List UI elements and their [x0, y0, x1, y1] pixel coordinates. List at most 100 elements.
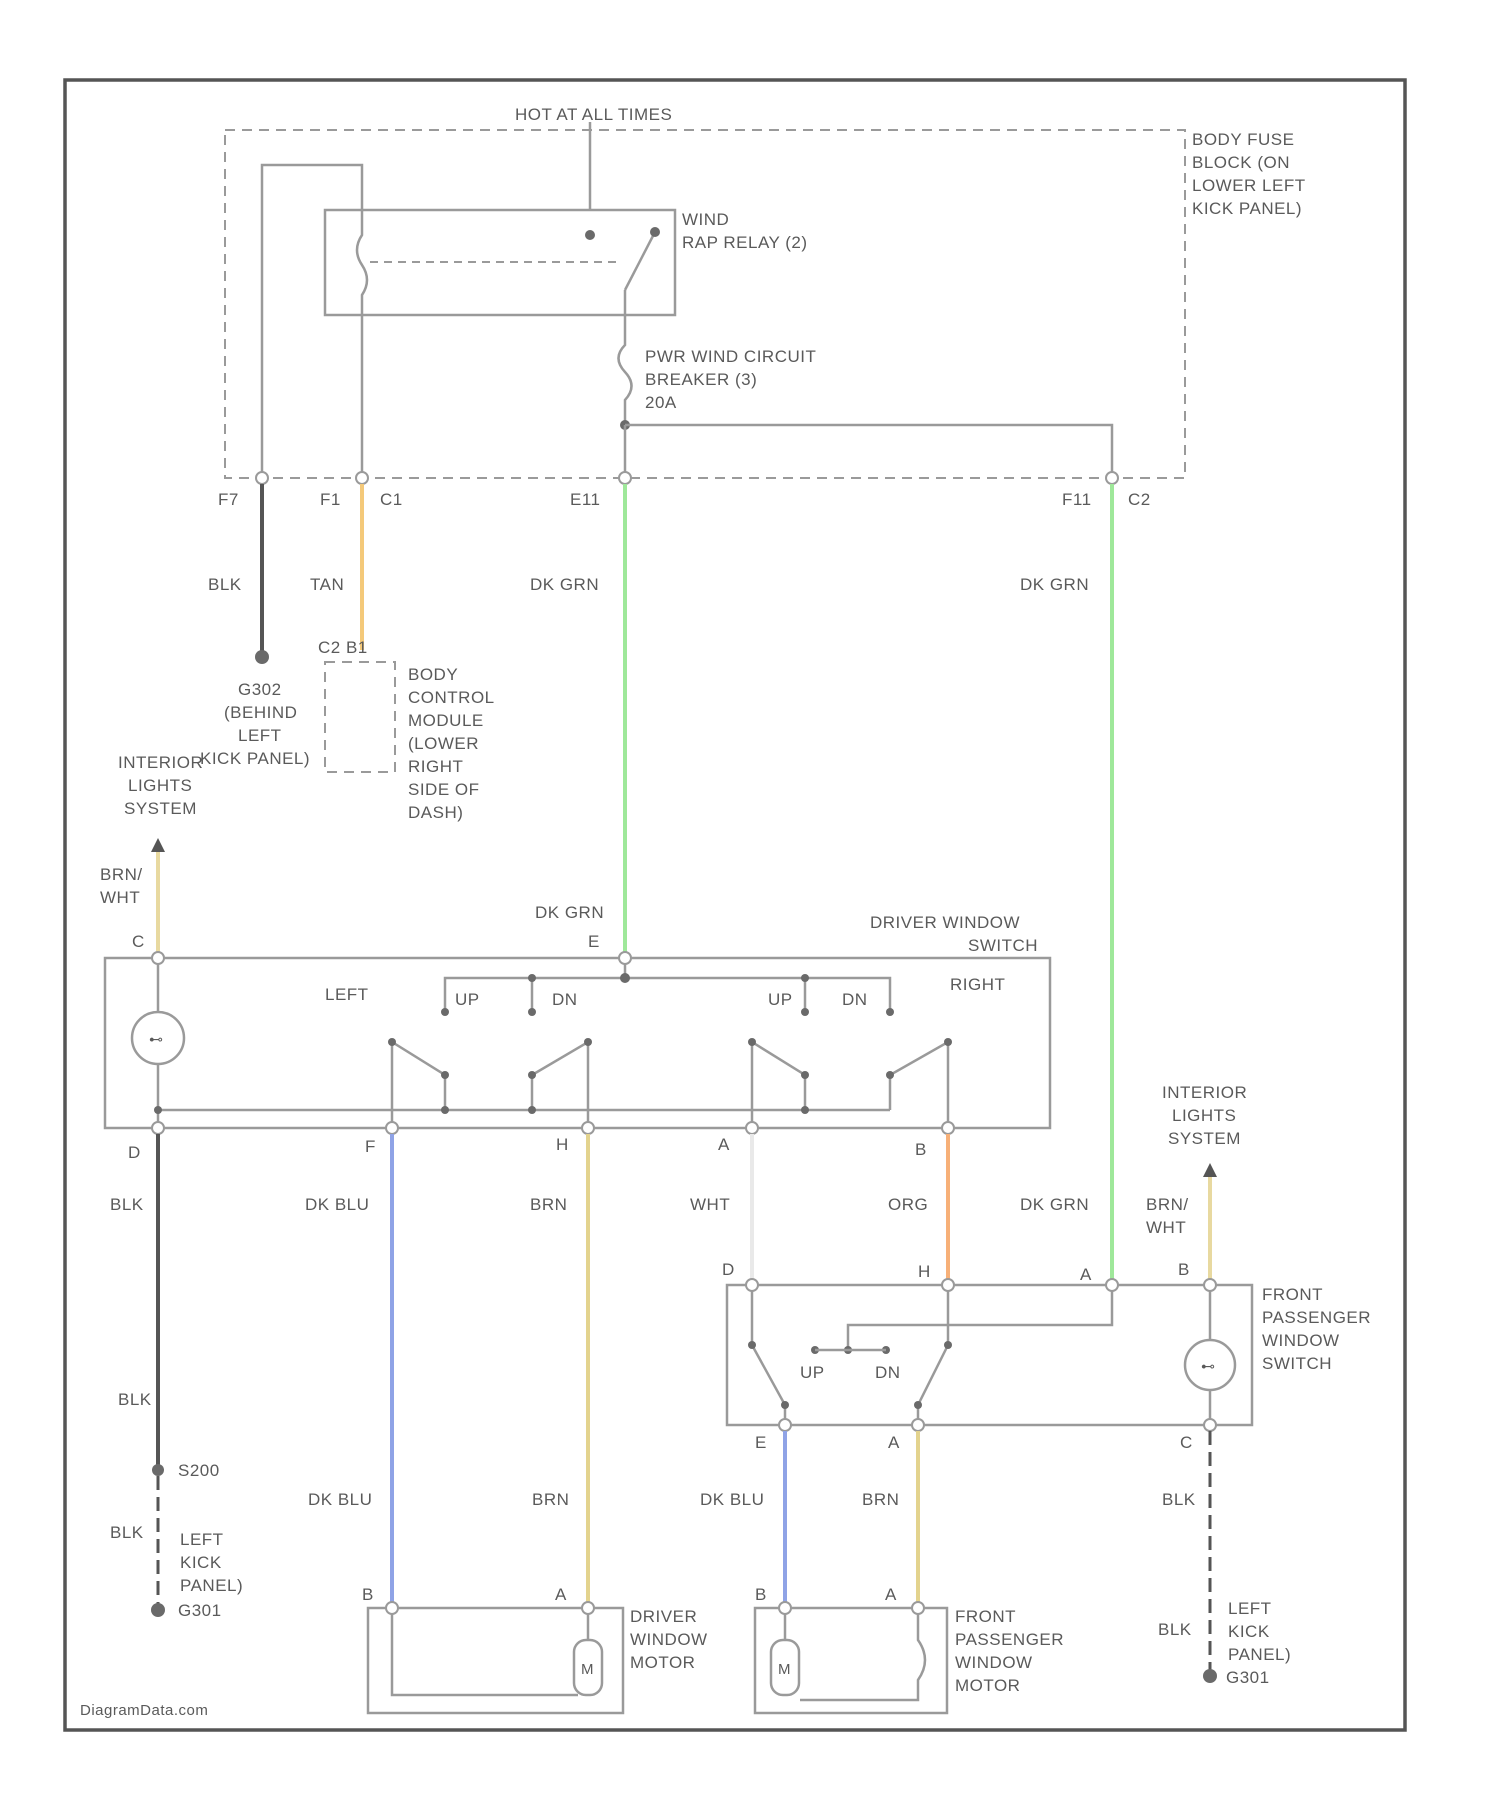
pin-e-dws: [619, 952, 631, 964]
pin-e11: [619, 472, 631, 484]
pin-f11: [1106, 472, 1118, 484]
dws-dn2-dot: [886, 1008, 894, 1016]
g301-ground-dot: [151, 1603, 165, 1617]
wire-tan-label: TAN: [310, 575, 344, 594]
pin-a-dws: [746, 1122, 758, 1134]
switch-contact-f: [441, 1071, 449, 1079]
wire-blk-5-label: BLK: [1158, 1620, 1192, 1639]
pin-f7-label: F7: [218, 490, 239, 509]
pin-e-fpws-label: E: [755, 1433, 767, 1452]
wire-brn-3-label: BRN: [862, 1490, 899, 1509]
interior-lights-right-arrow: [1203, 1163, 1217, 1177]
dn1-label: DN: [552, 990, 578, 1009]
dws-bus-dot-3: [801, 974, 809, 982]
dws-up1-dot: [441, 1008, 449, 1016]
fpws-pivot-right: [944, 1341, 952, 1349]
wire-dkgrn-1-label: DK GRN: [530, 575, 599, 594]
relay-contact-dot: [585, 230, 595, 240]
pin-f1-label: F1: [320, 490, 341, 509]
pin-f1: [356, 472, 368, 484]
front-passenger-switch-label: FRONT PASSENGER WINDOW SWITCH: [1262, 1285, 1376, 1373]
pin-b-dwm-label: B: [362, 1585, 374, 1604]
pin-d-dws: [152, 1122, 164, 1134]
fpws-pivot-left: [748, 1341, 756, 1349]
pin-c2-label: C2: [1128, 490, 1151, 509]
switch-pivot-b: [944, 1038, 952, 1046]
fpws-contact-right: [914, 1401, 922, 1409]
wire-brnwht-right-label: BRN/ WHT: [1146, 1195, 1194, 1237]
dws-bus-dot-2: [528, 974, 536, 982]
pin-d-fpws-label: D: [722, 1260, 735, 1279]
diagram-frame: [65, 80, 1405, 1730]
pin-a-fpws: [1106, 1279, 1118, 1291]
ground-bus-dot-3: [801, 1106, 809, 1114]
pin-a-label: A: [718, 1135, 730, 1154]
right-label: RIGHT: [950, 975, 1005, 994]
interior-lights-left-arrow: [151, 838, 165, 852]
pin-b-label: B: [915, 1140, 927, 1159]
switch-pivot-f: [388, 1038, 396, 1046]
up1-label: UP: [455, 990, 480, 1009]
fpws-arm-right: [918, 1291, 948, 1425]
pin-e-fpws: [779, 1419, 791, 1431]
pin-a-fpws2-label: A: [888, 1433, 900, 1452]
relay-coil: [357, 210, 367, 315]
pin-b-dws: [942, 1122, 954, 1134]
driver-motor-m: M: [581, 1661, 594, 1678]
wire-dkblu-1-label: DK BLU: [305, 1195, 369, 1214]
wire-blk-3-label: BLK: [110, 1523, 144, 1542]
pin-h-dws: [582, 1122, 594, 1134]
s200-splice-dot: [152, 1464, 164, 1476]
pin-f7: [256, 472, 268, 484]
pin-a-dwm-label: A: [555, 1585, 567, 1604]
relay-label: WIND RAP RELAY (2): [682, 210, 808, 252]
wire-dkgrn-2-label: DK GRN: [1020, 575, 1089, 594]
relay-pivot-dot: [650, 227, 660, 237]
pin-a-fpws-label: A: [1080, 1265, 1092, 1284]
lamp-glyph-right: ⊷: [1201, 1358, 1216, 1374]
wire-brn-1-label: BRN: [530, 1195, 567, 1214]
relay-switch-arm: [625, 232, 655, 290]
switch-contact-h: [528, 1071, 536, 1079]
pin-f-label: F: [365, 1137, 376, 1156]
watermark: DiagramData.com: [80, 1702, 208, 1719]
ground-bus-dot-4: [154, 1106, 162, 1114]
dn3-label: DN: [875, 1363, 901, 1382]
bcm-pins-label: C2 B1: [318, 638, 368, 657]
driver-window-switch-label: DRIVER WINDOW SWITCH: [870, 913, 1038, 955]
pin-c-fpws: [1204, 1419, 1216, 1431]
switch-arm-a: [752, 1042, 805, 1128]
switch-arm-f: [392, 1042, 445, 1128]
left-label: LEFT: [325, 985, 369, 1004]
pin-a-fpws-bottom: [912, 1419, 924, 1431]
g302-ground-dot: [255, 650, 269, 664]
pin-c-fpws-label: C: [1180, 1433, 1193, 1452]
body-control-module-box: [325, 662, 395, 772]
switch-arm-h: [532, 1042, 588, 1128]
driver-window-motor-label: DRIVER WINDOW MOTOR: [630, 1607, 713, 1672]
dwm-internal-lead: [392, 1614, 578, 1695]
pin-h-fpws: [942, 1279, 954, 1291]
left-kick-2-label: LEFT KICK PANEL): [1228, 1599, 1291, 1664]
dws-up-dn-bus: [445, 978, 890, 1010]
wire-dkblu-3-label: DK BLU: [700, 1490, 764, 1509]
up2-label: UP: [768, 990, 793, 1009]
pin-a-fpwm-label: A: [885, 1585, 897, 1604]
wire-brnwht-left-label: BRN/ WHT: [100, 865, 148, 907]
lamp-glyph-left: ⊷: [149, 1031, 164, 1047]
dws-bus-dot: [620, 973, 630, 983]
wire-blk-4-label: BLK: [1162, 1490, 1196, 1509]
pin-c-dws: [152, 952, 164, 964]
dn2-label: DN: [842, 990, 868, 1009]
pin-f-dws: [386, 1122, 398, 1134]
pin-e-dws-label: E: [588, 932, 600, 951]
g301-b-ground-dot: [1203, 1669, 1217, 1683]
front-passenger-motor-label: FRONT PASSENGER WINDOW MOTOR: [955, 1607, 1069, 1695]
bcm-label: BODY CONTROL MODULE (LOWER RIGHT SIDE OF…: [408, 665, 499, 822]
pin-c-left-label: C: [132, 932, 145, 951]
switch-pivot-h: [584, 1038, 592, 1046]
hot-at-all-times-label: HOT AT ALL TIMES: [515, 105, 672, 124]
pin-b-dwm: [386, 1602, 398, 1614]
relay-ground-line: [262, 165, 362, 478]
pin-d-fpws: [746, 1279, 758, 1291]
